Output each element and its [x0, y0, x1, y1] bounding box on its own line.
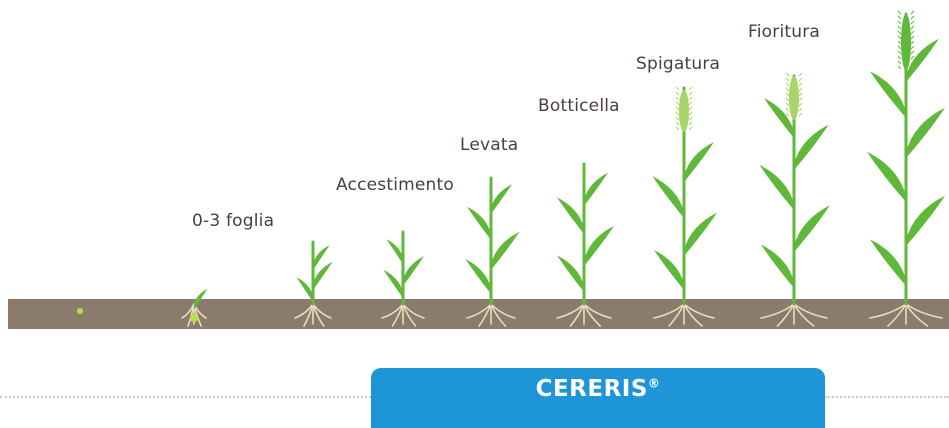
leaf	[383, 269, 403, 298]
awn	[897, 20, 915, 25]
leaf	[906, 195, 945, 246]
leaf	[313, 245, 330, 270]
awn	[897, 40, 915, 45]
awn	[675, 111, 693, 116]
awn	[897, 55, 915, 60]
awn	[675, 116, 693, 121]
leaf	[584, 172, 608, 206]
leaf	[764, 98, 794, 138]
awn	[785, 107, 803, 112]
awn	[675, 96, 693, 101]
awn	[785, 112, 803, 117]
stage-label-spigatura: Spigatura	[636, 54, 721, 74]
awn	[897, 30, 915, 35]
leaf	[313, 261, 333, 290]
awn	[675, 86, 693, 91]
plant-stage-5	[465, 176, 520, 327]
brand-name-text: CERERIS	[535, 376, 648, 402]
plant-stage-9	[867, 10, 945, 327]
stage-label-fioritura: Fioritura	[748, 22, 821, 42]
awn	[785, 87, 803, 92]
roots	[294, 303, 332, 327]
leaf	[761, 244, 794, 288]
plant-stage-6	[556, 162, 614, 327]
leaf	[906, 38, 939, 82]
roots	[869, 303, 943, 327]
plants-group	[77, 10, 945, 327]
awn	[785, 82, 803, 87]
leaf	[794, 205, 830, 252]
plant-stage-3	[294, 240, 333, 327]
leaf	[467, 206, 491, 240]
awn	[897, 10, 915, 15]
leaf	[870, 71, 906, 118]
awn	[785, 97, 803, 102]
awn	[675, 101, 693, 106]
leaf	[465, 259, 491, 294]
leaf	[557, 197, 584, 234]
roots	[653, 303, 715, 327]
awn	[897, 35, 915, 40]
leaf	[403, 256, 424, 286]
wheat-ear	[901, 14, 911, 70]
leaf	[684, 142, 714, 182]
roots	[760, 303, 828, 327]
plant-stage-8	[759, 72, 830, 327]
roots	[381, 303, 425, 327]
leaf	[194, 288, 208, 310]
leaf	[584, 226, 614, 266]
roots	[466, 303, 516, 327]
leaf	[906, 107, 945, 158]
leaf	[652, 176, 684, 218]
awn	[785, 102, 803, 107]
divider-left	[0, 396, 371, 398]
wheat-ear	[789, 76, 799, 120]
awn	[675, 121, 693, 126]
awn	[675, 126, 693, 131]
growth-stages-illustration	[8, 10, 949, 329]
leaf	[684, 212, 717, 256]
leaf	[557, 255, 584, 292]
brand-name: CERERIS®	[536, 376, 661, 402]
plant-seedling	[181, 288, 208, 327]
awn	[785, 72, 803, 77]
plant-stage-4	[381, 230, 425, 327]
leaf	[870, 239, 906, 286]
awn	[897, 15, 915, 20]
leaf	[491, 231, 520, 270]
registered-mark: ®	[647, 376, 661, 391]
stage-label-levata: Levata	[460, 135, 519, 155]
awn	[897, 45, 915, 50]
awn	[785, 92, 803, 97]
wheat-ear	[679, 90, 689, 132]
awn	[675, 91, 693, 96]
leaf	[794, 124, 829, 170]
seed	[190, 314, 198, 322]
stage-label-botticella: Botticella	[538, 96, 620, 116]
leaf	[654, 250, 684, 290]
leaf	[867, 151, 906, 202]
awn	[897, 60, 915, 65]
awn	[897, 50, 915, 55]
plant-stage-7	[652, 86, 717, 327]
leaf	[296, 277, 313, 302]
stage-label-accestimento: Accestimento	[336, 175, 454, 195]
awn	[897, 25, 915, 30]
leaf	[491, 184, 512, 214]
divider-right	[825, 396, 949, 398]
awn	[785, 77, 803, 82]
awn	[675, 106, 693, 111]
stage-label-0-3-foglia: 0-3 foglia	[192, 211, 275, 231]
leaf	[386, 239, 403, 264]
awn	[897, 65, 915, 70]
brand-tab: CERERIS®	[371, 368, 825, 428]
roots	[556, 303, 612, 327]
leaf	[759, 164, 794, 210]
seed	[77, 308, 83, 314]
